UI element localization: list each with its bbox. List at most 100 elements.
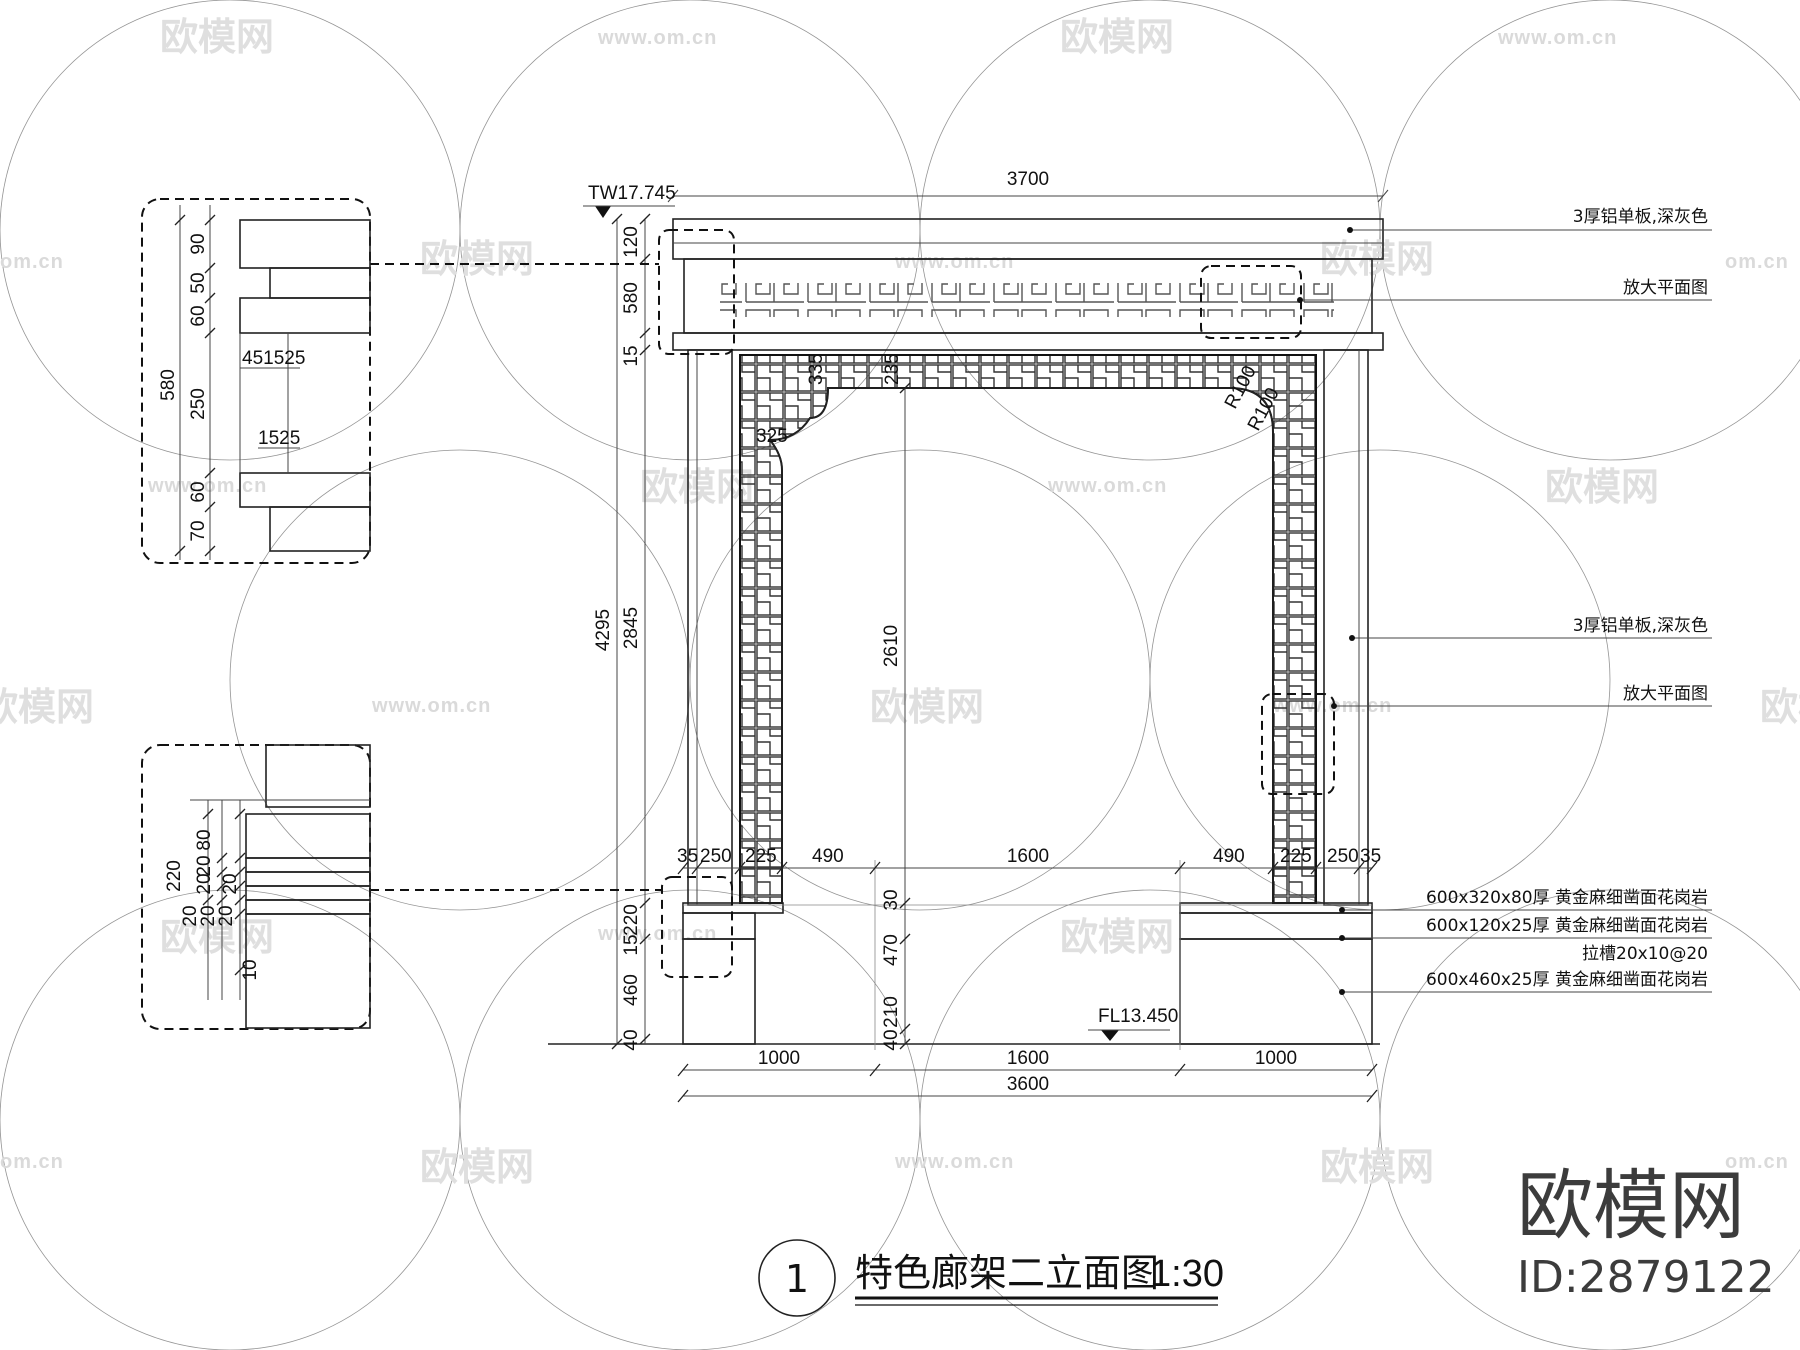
callout-marks: [370, 229, 1335, 978]
dim-120: 120: [621, 226, 642, 258]
watermark-url: om.cn: [1725, 1151, 1789, 1173]
level-marker-icon: [595, 206, 611, 218]
watermark-url: om.cn: [0, 1151, 64, 1173]
dim-1600-bottom: 1600: [1007, 1048, 1049, 1069]
brand-logo-text: 欧模网: [1517, 1161, 1745, 1250]
watermark-url: www.om.cn: [1047, 475, 1167, 497]
dim-30: 30: [881, 889, 902, 910]
watermark-brand: 欧模网: [0, 685, 94, 729]
fret-band: [720, 283, 1334, 317]
detail-dim-60: 60: [188, 305, 209, 326]
callout-box-right-post: [1261, 693, 1335, 795]
lattice-screen: [739, 354, 1317, 904]
note-granite-3: 600x460x25厚 黄金麻细凿面花岗岩: [1426, 970, 1708, 990]
dim-35a: 35: [677, 846, 698, 867]
brand-block: 欧模网 ID:2879122: [1517, 1161, 1775, 1303]
leader-notes: 3厚铝单板,深灰色 放大平面图 3厚铝单板,深灰色 放大平面图 600x320x…: [1297, 207, 1712, 995]
watermark-url: om.cn: [0, 251, 64, 273]
title-text: 特色廊架二立面图: [855, 1251, 1159, 1295]
note-top-cap: 3厚铝单板,深灰色: [1573, 207, 1708, 227]
watermark-url: www.om.cn: [894, 251, 1014, 273]
title-scale: 1:30: [1150, 1253, 1224, 1295]
note-granite-1: 600x320x80厚 黄金麻细凿面花岗岩: [1426, 888, 1708, 908]
detail-frame-top: [141, 198, 371, 564]
watermark-url: www.om.cn: [147, 475, 267, 497]
watermark-url: www.om.cn: [894, 1151, 1014, 1173]
detail-dim-60b: 60: [188, 481, 209, 502]
top-cap: [672, 218, 1384, 260]
callout-box-top-left: [658, 229, 735, 355]
note-enlarge-top: 放大平面图: [1623, 278, 1708, 298]
detail-dim-70: 70: [188, 520, 209, 541]
dim-35b: 35: [1360, 846, 1381, 867]
dim-225b: 225: [1280, 846, 1312, 867]
note-post: 3厚铝单板,深灰色: [1573, 616, 1708, 636]
watermark-url: www.om.cn: [371, 695, 491, 717]
watermark-brand: 欧模网: [420, 237, 534, 281]
main-dimensions: 3700 TW17.745 120 580 15 4295 2845 220 1…: [583, 169, 1389, 1103]
right-plinth: [1179, 902, 1373, 1045]
watermark-brand: 欧模网: [1545, 465, 1659, 509]
watermark-brand: 欧模网: [420, 1145, 534, 1189]
watermark-brand: 欧模网: [1060, 915, 1174, 959]
callout-box-plinth: [661, 876, 733, 978]
detail-dim-20d: 20: [180, 905, 201, 926]
dim-3700: 3700: [1007, 169, 1049, 190]
dim-220: 220: [621, 904, 642, 936]
watermark-brand: 欧模网: [1320, 1145, 1434, 1189]
detail-dim-80: 80: [194, 829, 215, 850]
detail-dim-20b: 20: [194, 873, 215, 894]
detail-dim-50: 50: [188, 272, 209, 293]
detail-dim-220: 220: [164, 860, 185, 892]
detail-beam-section: 90 50 60 250 60 70 580 451525 1525: [141, 198, 371, 564]
dim-1000a: 1000: [758, 1048, 800, 1069]
dim-1600-top: 1600: [1007, 846, 1049, 867]
dim-325: 325: [756, 426, 788, 447]
level-top: TW17.745: [588, 183, 676, 204]
detail-dim-451525: 451525: [242, 348, 305, 369]
title-number: 1: [785, 1257, 809, 1301]
watermark-brand: 欧模网: [1760, 685, 1800, 729]
dim-15: 15: [621, 345, 642, 366]
watermark-brand: 欧模网: [1060, 15, 1174, 59]
dim-580: 580: [621, 282, 642, 314]
dim-250a: 250: [700, 846, 732, 867]
right-post: [1323, 349, 1369, 906]
detail-dim-1525: 1525: [258, 428, 300, 449]
lattice-inner-edge: [768, 387, 1274, 903]
dim-470: 470: [881, 934, 902, 966]
dim-335: 335: [806, 353, 827, 385]
dim-40: 40: [621, 1029, 642, 1050]
watermark-url: om.cn: [1725, 251, 1789, 273]
level-floor: FL13.450: [1098, 1006, 1178, 1027]
drawing-title: 1 特色廊架二立面图 1:30: [758, 1239, 1224, 1317]
watermark-brand: 欧模网: [160, 915, 274, 959]
dim-490a: 490: [812, 846, 844, 867]
detail-frame-bottom: [141, 744, 371, 1030]
watermark-brand: 欧模网: [160, 15, 274, 59]
dim-2610: 2610: [881, 625, 902, 667]
pergola-elevation: [548, 218, 1384, 1050]
watermark-brand: 欧模网: [870, 685, 984, 729]
left-post: [687, 349, 733, 906]
dim-210: 210: [881, 996, 902, 1028]
dim-225a: 225: [745, 846, 777, 867]
dim-40b: 40: [881, 1029, 902, 1050]
detail-dim-10: 10: [240, 959, 261, 980]
detail-dim-20c: 20: [220, 873, 241, 894]
dim-3600: 3600: [1007, 1074, 1049, 1095]
dim-250b: 250: [1327, 846, 1359, 867]
floor-level-icon: [1101, 1030, 1119, 1041]
note-groove: 拉槽20x10@20: [1582, 944, 1708, 964]
watermark-url: www.om.cn: [597, 27, 717, 49]
detail-dim-90: 90: [188, 233, 209, 254]
brand-id: ID:2879122: [1517, 1252, 1775, 1303]
dim-2845: 2845: [621, 607, 642, 649]
beam-bottom-rail: [672, 332, 1384, 351]
note-enlarge-post: 放大平面图: [1623, 684, 1708, 704]
detail-dim-20e: 20: [198, 905, 219, 926]
dim-1000b: 1000: [1255, 1048, 1297, 1069]
